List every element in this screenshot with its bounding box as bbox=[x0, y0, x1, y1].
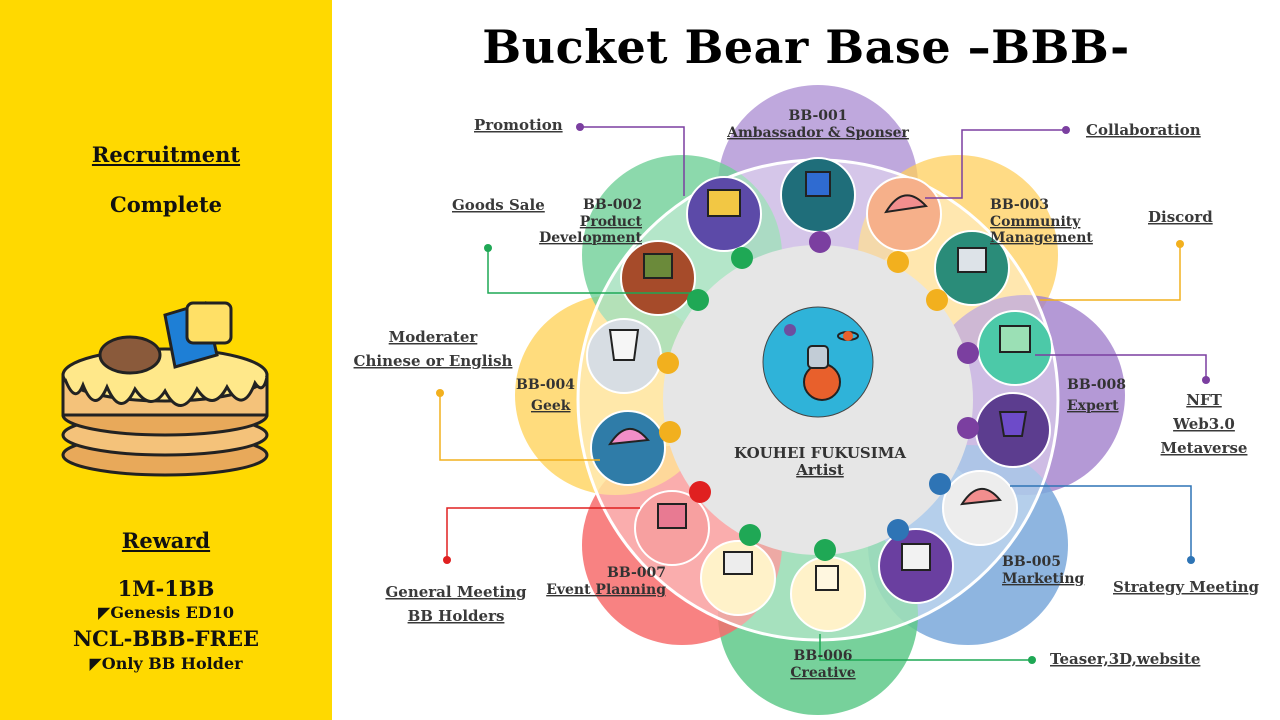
line-discord bbox=[1040, 244, 1180, 300]
dot bbox=[887, 519, 909, 541]
dot bbox=[739, 524, 761, 546]
team-bb-002-role-1: Product bbox=[580, 214, 643, 230]
dot bbox=[731, 247, 753, 269]
dot bbox=[659, 421, 681, 443]
dot bbox=[814, 539, 836, 561]
team-bb-003-role-1: Community bbox=[990, 214, 1081, 230]
team-bb-007-role: Event Planning bbox=[546, 582, 666, 598]
avatar-collab bbox=[867, 177, 941, 251]
team-bb-008-code: BB-008 bbox=[1067, 377, 1126, 393]
team-bb-005-code: BB-005 bbox=[1002, 554, 1061, 570]
dot bbox=[1187, 556, 1195, 564]
team-bb-004-code: BB-004 bbox=[516, 377, 575, 393]
ext-collaboration: Collaboration bbox=[1086, 121, 1201, 139]
ext-chinese-english: Chinese or English bbox=[354, 352, 513, 370]
team-bb-002-role-2: Development bbox=[539, 230, 642, 246]
ext-moderater: Moderater bbox=[389, 328, 479, 346]
team-bb-006-code: BB-006 bbox=[794, 648, 853, 664]
team-bb-007-code: BB-007 bbox=[607, 565, 666, 581]
dot bbox=[484, 244, 492, 252]
ext-goods-sale: Goods Sale bbox=[452, 196, 545, 214]
ext-bb-holders: BB Holders bbox=[408, 607, 505, 625]
dot bbox=[809, 231, 831, 253]
ext-general-meeting: General Meeting bbox=[385, 583, 527, 601]
team-bb-002-code: BB-002 bbox=[583, 197, 642, 213]
dot bbox=[1176, 240, 1184, 248]
dot bbox=[1028, 656, 1036, 664]
center-name: KOUHEI FUKUSIMA bbox=[734, 444, 906, 462]
dot bbox=[576, 123, 584, 131]
avatar-bb-005-top bbox=[943, 471, 1017, 545]
ext-discord: Discord bbox=[1148, 208, 1213, 226]
team-bb-001-role: Ambassador & Sponser bbox=[726, 125, 909, 141]
ext-teaser: Teaser,3D,website bbox=[1050, 650, 1200, 668]
dot bbox=[887, 251, 909, 273]
avatar-bb-004-bottom bbox=[591, 411, 665, 485]
ext-nft: NFT bbox=[1186, 391, 1222, 409]
dot bbox=[1062, 126, 1070, 134]
dot bbox=[689, 481, 711, 503]
dot bbox=[436, 389, 444, 397]
ext-web3: Web3.0 bbox=[1172, 415, 1235, 433]
center-avatar bbox=[763, 307, 873, 417]
ext-promotion: Promotion bbox=[474, 116, 563, 134]
dot bbox=[957, 342, 979, 364]
team-bb-006-role: Creative bbox=[790, 665, 855, 681]
ext-metaverse: Metaverse bbox=[1161, 439, 1248, 457]
dot bbox=[957, 417, 979, 439]
team-bb-008-role: Expert bbox=[1067, 398, 1119, 414]
dot bbox=[657, 352, 679, 374]
dot bbox=[443, 556, 451, 564]
dot bbox=[1202, 376, 1210, 384]
center-role: Artist bbox=[795, 461, 844, 479]
team-bb-003-role-2: Management bbox=[990, 230, 1093, 246]
team-bb-005-role: Marketing bbox=[1002, 571, 1085, 587]
dot bbox=[929, 473, 951, 495]
dot bbox=[926, 289, 948, 311]
ext-strategy-meeting: Strategy Meeting bbox=[1113, 578, 1260, 596]
team-bb-001-code: BB-001 bbox=[789, 108, 848, 124]
team-bb-003-code: BB-003 bbox=[990, 197, 1049, 213]
team-bb-004-role: Geek bbox=[531, 398, 571, 414]
